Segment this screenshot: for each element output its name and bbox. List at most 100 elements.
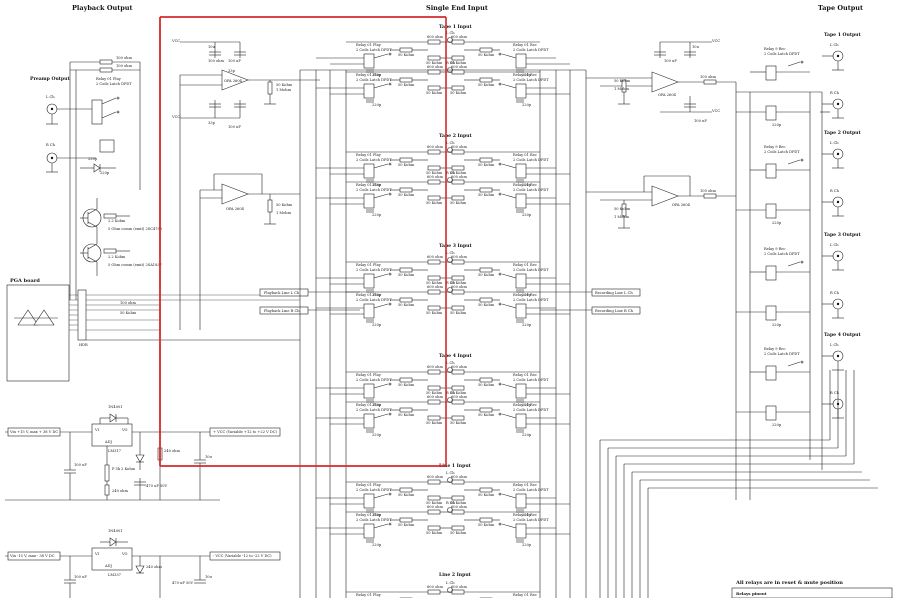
svg-text:600 ohm: 600 ohm xyxy=(451,285,467,289)
resistor-50k-b xyxy=(479,407,493,413)
bottom-right-bus xyxy=(599,370,878,598)
relay-play-coil xyxy=(363,193,375,209)
left-relay-coil-b xyxy=(99,139,115,153)
resistor-50k-b xyxy=(479,517,493,523)
resistor-600-b xyxy=(451,479,465,485)
relay-play-label: Relay 01 Play xyxy=(356,263,382,267)
relay-play-type: 2 Coils Latch DPDT xyxy=(356,298,392,302)
resistor-600-b xyxy=(451,289,465,295)
resistor-50k-b xyxy=(479,47,493,53)
input-jack xyxy=(447,147,453,153)
relay-rec-coil xyxy=(515,163,527,179)
svg-text:2.2 Kohm: 2.2 Kohm xyxy=(108,255,126,259)
tape-2-input-label: Tape 2 Input xyxy=(439,133,473,139)
svg-text:220p: 220p xyxy=(772,323,782,327)
svg-text:5 Ohm comm (emit) 2SC4793: 5 Ohm comm (emit) 2SC4793 xyxy=(108,227,163,231)
channel-label: L Ch xyxy=(446,31,455,35)
svg-text:220p: 220p xyxy=(372,73,382,77)
resistor-600-b xyxy=(451,589,465,595)
input-jack xyxy=(447,67,453,73)
resistor-600 xyxy=(427,479,441,485)
svg-text:50 Kohm: 50 Kohm xyxy=(478,83,495,87)
svg-text:50 Kohm: 50 Kohm xyxy=(478,273,495,277)
svg-text:50 Kohm: 50 Kohm xyxy=(398,303,415,307)
svg-text:220p: 220p xyxy=(372,433,382,437)
resistor-50k-b xyxy=(479,187,493,193)
resistor-600 xyxy=(427,589,441,595)
svg-text:220p: 220p xyxy=(522,543,532,547)
svg-text:1N4001: 1N4001 xyxy=(108,405,123,409)
resistor-600 xyxy=(427,69,441,75)
svg-text:50 Kohm: 50 Kohm xyxy=(426,281,443,285)
resistor-50k xyxy=(399,267,413,273)
resistor-50k-b xyxy=(479,77,493,83)
header-tape-output: Tape Output xyxy=(818,4,863,12)
relay-rec-type: 2 Coils Latch DPDT xyxy=(513,78,549,82)
svg-text:100 uF: 100 uF xyxy=(74,575,87,579)
resistor-600 xyxy=(427,399,441,405)
svg-text:50 Kohm: 50 Kohm xyxy=(426,391,443,395)
relay-play-type: 2 Coils Latch DPDT xyxy=(356,188,392,192)
svg-text:Playback Line L Ch: Playback Line L Ch xyxy=(264,291,300,295)
relay-play-label: Relay 01 Play xyxy=(356,293,382,297)
svg-text:5 Ohm comm (emit) 2SA1837: 5 Ohm comm (emit) 2SA1837 xyxy=(108,263,163,267)
opa-left-top xyxy=(221,69,249,91)
relay-play-coil xyxy=(363,383,375,399)
resistor-600-b xyxy=(451,179,465,185)
resistor-50k xyxy=(399,407,413,413)
tape-relay-coil-b xyxy=(765,203,777,219)
svg-text:600 ohm: 600 ohm xyxy=(427,475,443,479)
svg-text:50 Kohm: 50 Kohm xyxy=(450,171,467,175)
channel-label: R Ch xyxy=(446,61,456,65)
resistor-600-b xyxy=(451,369,465,375)
input-jack xyxy=(447,177,453,183)
svg-text:100 uF: 100 uF xyxy=(694,119,707,123)
svg-text:50 Kohm: 50 Kohm xyxy=(478,383,495,387)
relay-rec-coil xyxy=(515,53,527,69)
svg-text:600 ohm: 600 ohm xyxy=(451,175,467,179)
preamp-l-ch-label: L Ch xyxy=(46,95,55,99)
tape-output-ch-label: L Ch xyxy=(830,343,839,347)
svg-text:220p: 220p xyxy=(88,157,98,161)
footer-note: All relays are in reset & mute position xyxy=(735,580,843,586)
svg-text:240 ohm: 240 ohm xyxy=(112,489,128,493)
left-relay-label: Relay 01 Play xyxy=(96,77,122,81)
relay-rec-type: 2 Coils Latch DPDT xyxy=(513,408,549,412)
svg-text:ADJ: ADJ xyxy=(104,440,112,444)
svg-text:VO: VO xyxy=(121,428,128,432)
relay-play-type: 2 Coils Latch DPDT xyxy=(356,158,392,162)
resistor-600-b xyxy=(451,149,465,155)
channel-label: L Ch xyxy=(446,141,455,145)
svg-text:100 ohm: 100 ohm xyxy=(208,59,224,63)
resistor-600 xyxy=(427,259,441,265)
relay-play-coil xyxy=(363,523,375,539)
r-100-top xyxy=(99,59,113,65)
relay-play-label: Relay 01 Play xyxy=(356,513,382,517)
input-jack xyxy=(447,587,453,593)
resistor-600-b xyxy=(451,69,465,75)
svg-text:Relay 9 Rec: Relay 9 Rec xyxy=(764,47,786,51)
tape-output-ch-label: R Ch xyxy=(830,91,840,95)
opa-right-top xyxy=(651,71,679,93)
svg-text:600 ohm: 600 ohm xyxy=(451,35,467,39)
tape-relay-coil-b xyxy=(765,305,777,321)
relay-rec-type: 2 Coils Latch DPDT xyxy=(513,518,549,522)
relay-rec-coil xyxy=(515,303,527,319)
channel-label: R Ch xyxy=(446,281,456,285)
svg-text:VCC: VCC xyxy=(711,109,720,113)
relays-pinout-box xyxy=(731,587,893,598)
input-jack xyxy=(447,367,453,373)
svg-text:220p: 220p xyxy=(772,123,782,127)
svg-text:50 Kohm: 50 Kohm xyxy=(450,501,467,505)
svg-text:50 Kohm: 50 Kohm xyxy=(398,413,415,417)
svg-text:50 Kohm: 50 Kohm xyxy=(478,413,495,417)
input-jack xyxy=(447,287,453,293)
opamp-block-right-mid: OPA 2604 100 ohm 50 Kohm 1 Mohm xyxy=(586,175,736,229)
playback-line-r xyxy=(259,306,309,315)
resistor-50k xyxy=(399,77,413,83)
svg-text:220p: 220p xyxy=(522,513,532,517)
svg-text:50 Kohm: 50 Kohm xyxy=(276,83,293,87)
svg-text:50 Kohm: 50 Kohm xyxy=(450,391,467,395)
input-jack xyxy=(447,507,453,513)
